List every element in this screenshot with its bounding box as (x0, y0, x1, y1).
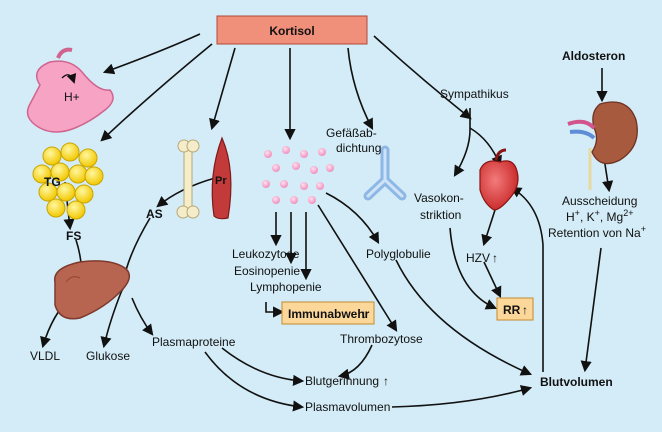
tg-label: TG (44, 175, 61, 189)
plasmavolume-label: Plasmavolumen (305, 400, 390, 414)
fat-cells-illustration: TG (32, 142, 104, 220)
heart-illustration (479, 148, 519, 211)
polyglobulia-label: Polyglobulie (366, 247, 431, 261)
thrombocytosis-label: Thrombozytose (340, 332, 423, 346)
arrow-polyglobulia (325, 192, 380, 244)
arrow-vasoconstriction-rr (449, 227, 498, 310)
arrow-protein-as (156, 177, 216, 208)
arrow-excretion-bloodvolume (580, 247, 602, 373)
arrow-plasmavolume-bloodvolume (391, 385, 533, 408)
excretion-retention: Retention von Na+ (548, 224, 646, 240)
bone-illustration (176, 139, 200, 219)
vessel-illustration (363, 145, 407, 201)
immune-label: Immunabwehr (288, 307, 370, 321)
aldosteron-label: Aldosteron (562, 49, 625, 63)
rr-node: RR ↑ (496, 297, 534, 321)
arrow-polyglobulia-bloodvolume (395, 259, 533, 376)
rr-label: RR (503, 303, 521, 317)
glucose-label: Glukose (86, 349, 130, 363)
blood-cells-illustration (262, 146, 334, 204)
kortisol-node: Kortisol (216, 15, 368, 45)
arrow-liver-glucose (100, 289, 123, 349)
lymphopenia-label: Lymphopenie (250, 280, 322, 294)
rr-up-icon: ↑ (522, 303, 528, 317)
bloodvolume-label: Blutvolumen (540, 375, 613, 389)
vasoconstriction-line2: striktion (420, 208, 461, 222)
liver-illustration (53, 260, 131, 320)
coagulation-label: Blutgerinnung (305, 374, 379, 388)
vldl-label: VLDL (30, 349, 60, 363)
arrow-bloodvolume-heart (510, 186, 544, 372)
arrow-kortisol-sympathikus (373, 35, 472, 120)
arrow-liver-plasmaproteins (131, 297, 154, 336)
arrow-hzv-rr (483, 261, 502, 299)
arrow-thrombo-coagulation (337, 344, 373, 380)
excretion-ions: H+, K+, Mg2+ (566, 208, 633, 224)
hzv-up-icon: ↑ (492, 251, 498, 265)
excretion-line1: Ausscheidung (562, 194, 637, 208)
kidney-illustration (567, 101, 638, 190)
vasoconstriction-line1: Vasokon- (414, 191, 464, 205)
eosinopenia-label: Eosinopenie (234, 264, 300, 278)
arrow-heart-hzv (481, 209, 496, 247)
stomach-illustration: H+ (26, 47, 114, 133)
arrow-kortisol-fat (100, 43, 213, 142)
muscle-pr-label: Pr (215, 175, 227, 187)
stomach-h-label: H+ (64, 90, 80, 104)
arrow-sympathikus-heart (469, 127, 502, 168)
arrow-thrombocytosis (317, 204, 398, 332)
muscle-illustration: Pr (211, 136, 232, 220)
arrow-sympathikus-vasoconstriction (453, 108, 471, 177)
arrow-kortisol-stomach (102, 33, 201, 75)
arrow-kortisol-vessel (347, 47, 374, 130)
arrow-immunabwehr (265, 302, 285, 318)
leukocytosis-label: Leukozytose (232, 247, 300, 261)
vascular-label-line1: Gefäßab- (326, 126, 377, 140)
as-label: AS (146, 207, 163, 221)
vascular-label-line2: dichtung (336, 141, 381, 155)
immune-down-icon: ↓ (361, 307, 367, 321)
arrow-plasmaproteins-coagulation (221, 347, 305, 386)
immune-node: Immunabwehr ↓ (281, 301, 375, 325)
coagulation-up-icon: ↑ (383, 374, 389, 388)
sympathikus-label: Sympathikus (440, 87, 509, 101)
plasmaproteins-label: Plasmaproteine (152, 335, 236, 349)
arrows (40, 33, 614, 412)
fs-label: FS (66, 229, 81, 243)
arrow-kortisol-muscle (209, 47, 236, 131)
kortisol-label: Kortisol (269, 24, 314, 38)
hzv-label: HZV (466, 251, 490, 265)
arrow-plasmaproteins-plasmavolume (204, 351, 305, 412)
